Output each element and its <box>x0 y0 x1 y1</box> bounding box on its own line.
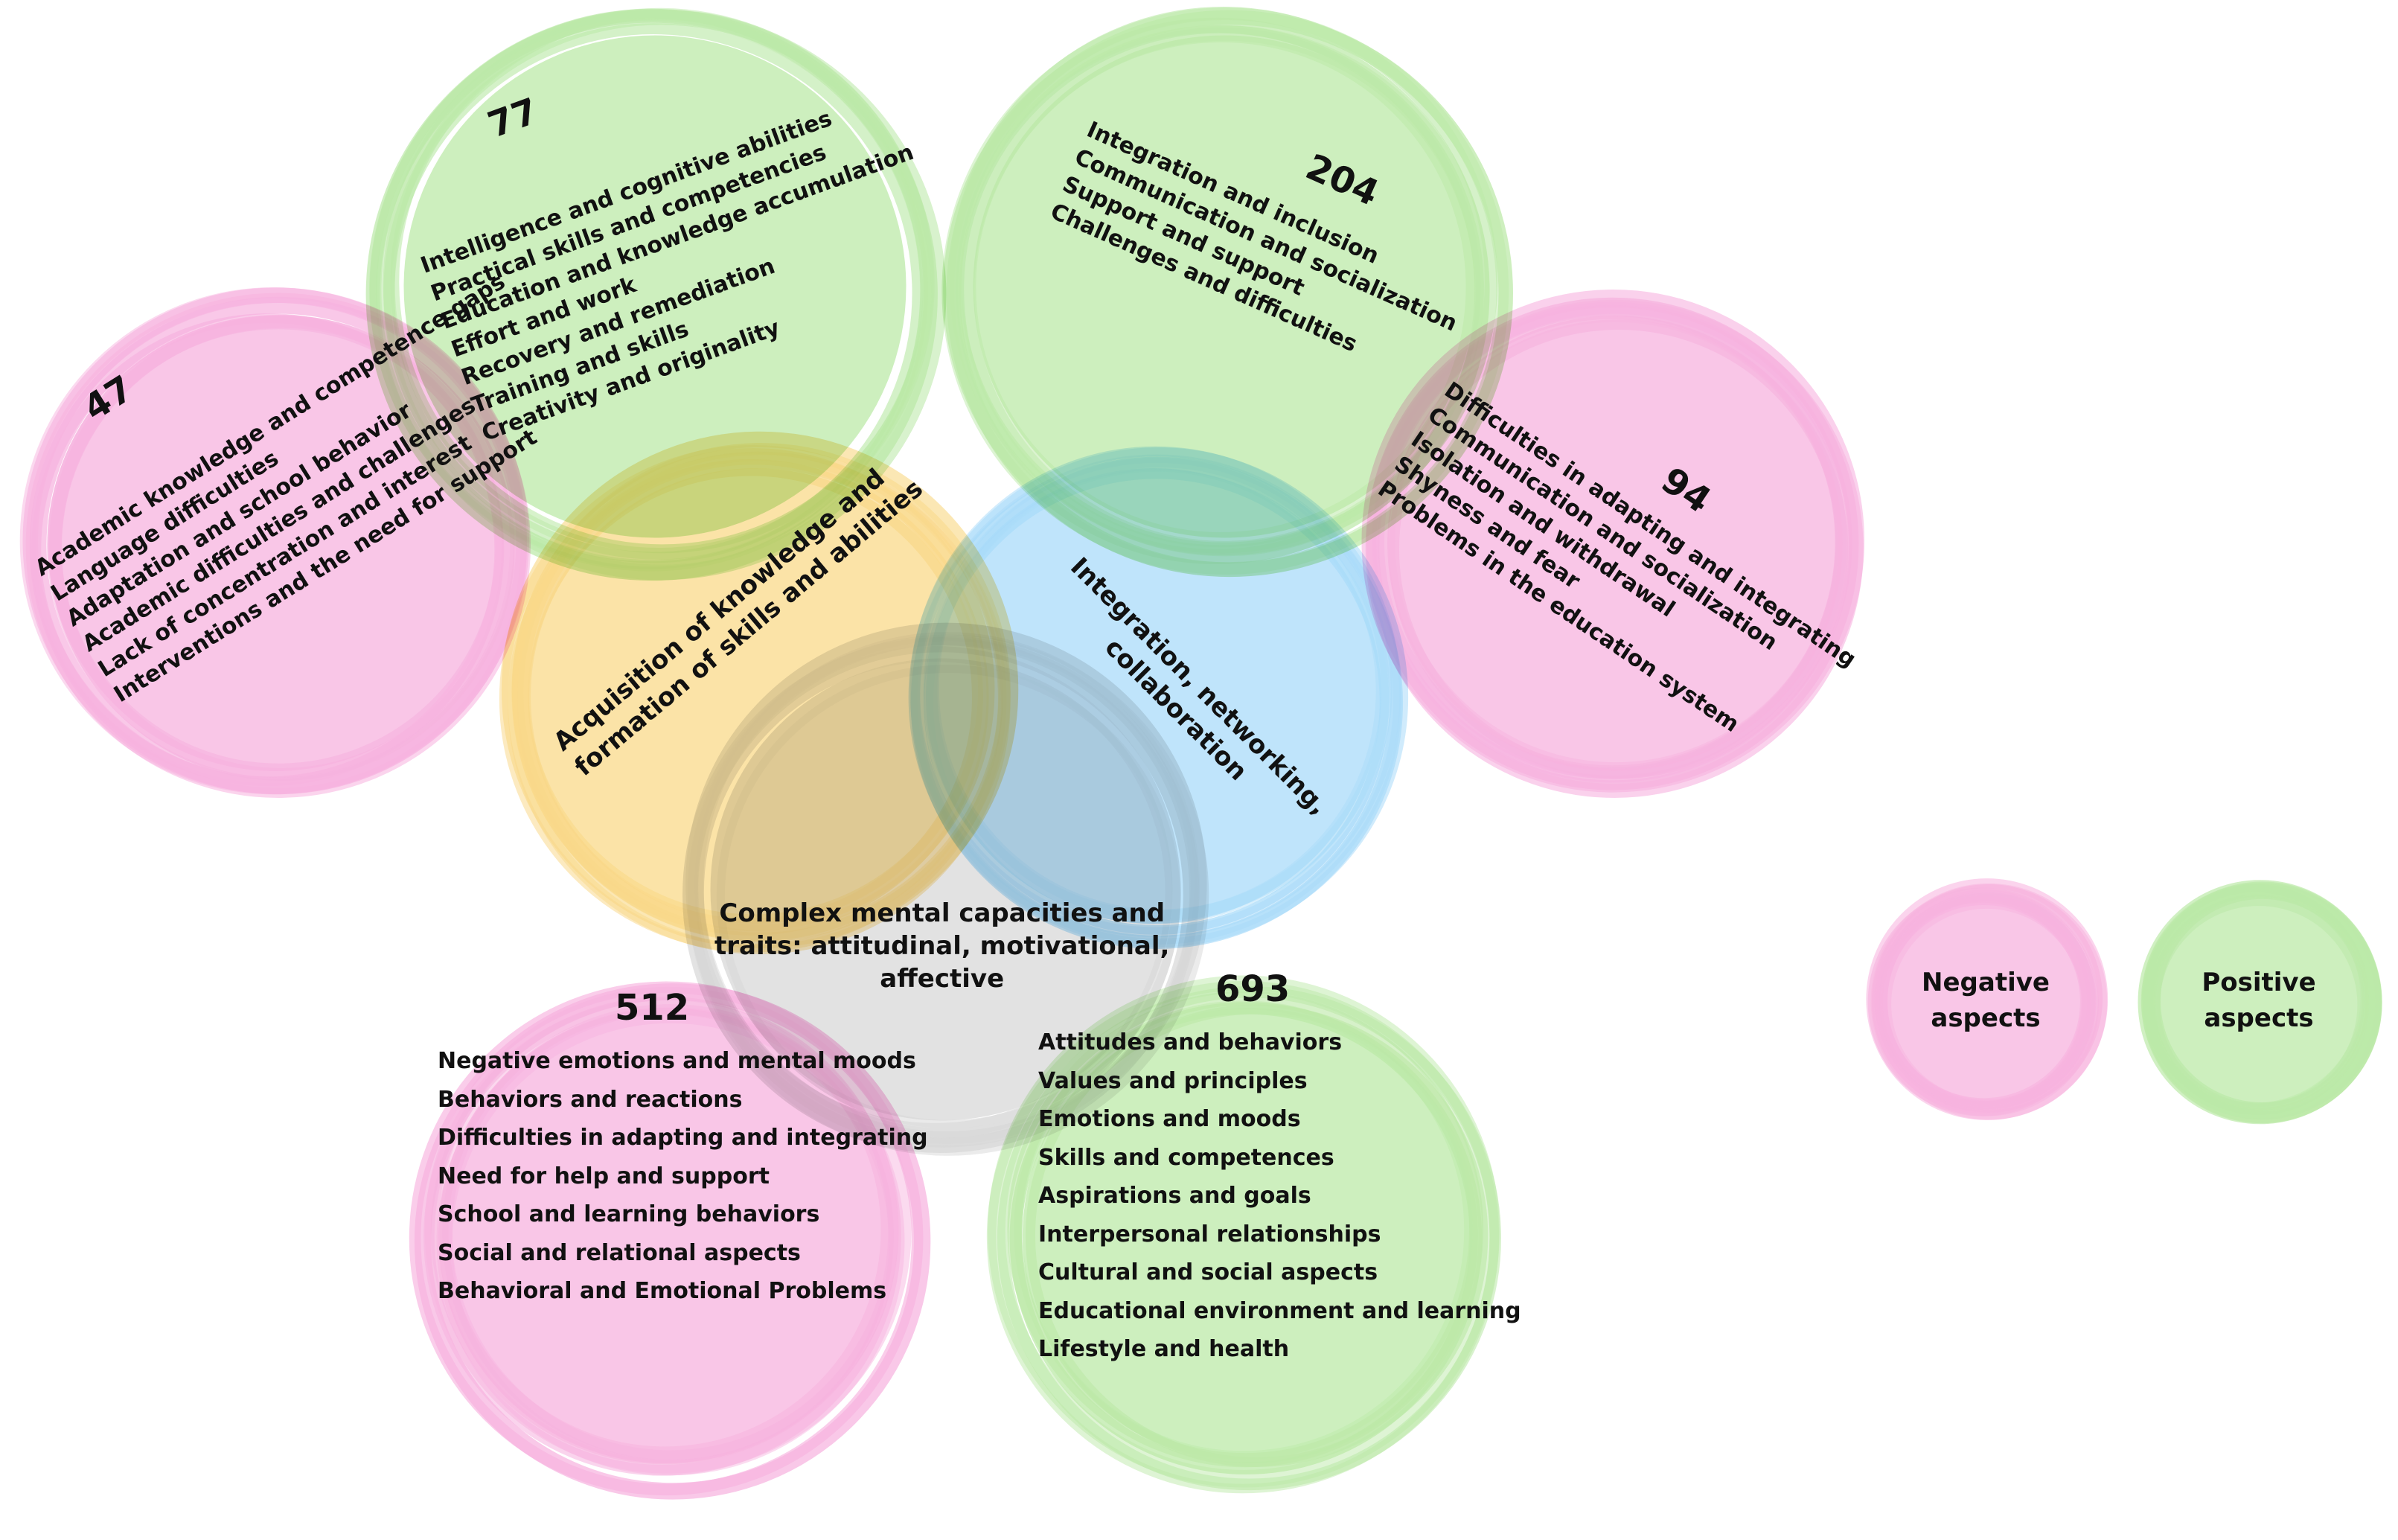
circle-stroke <box>414 983 931 1500</box>
legend-line: Positive <box>2202 968 2316 997</box>
list-item: Difficulties in adapting and integrating <box>438 1125 928 1151</box>
legend-positive-label: Positive aspects <box>2170 965 2348 1036</box>
circle-fill <box>48 316 503 771</box>
circle-fill <box>1387 316 1843 771</box>
cluster-count: 204 <box>1299 146 1385 215</box>
group-title-line: affective <box>880 964 1005 994</box>
list-item: Cultural and social aspects <box>1038 1259 1378 1285</box>
circle-stroke <box>1365 299 1864 798</box>
circle-stroke <box>716 664 1180 1128</box>
list-item: Aspirations and goals <box>1038 1183 1311 1209</box>
legend-line: aspects <box>2204 1003 2314 1033</box>
circle-fill <box>2152 895 2365 1108</box>
circle-fill <box>973 35 1476 538</box>
list-item: Skills and competences <box>1038 1144 1334 1171</box>
circle-stroke <box>48 315 515 782</box>
complex-group-circle <box>682 622 1209 1156</box>
circle-stroke <box>2143 881 2382 1120</box>
list-item: Behavioral and Emotional Problems <box>438 1278 887 1304</box>
list-item: Values and principles <box>1038 1067 1308 1094</box>
list-item: Negative emotions and mental moods <box>438 1048 916 1074</box>
group-title: Integration, networking,collaboration <box>1040 551 1335 846</box>
cluster-items: Difficulties in adapting and integrating… <box>1372 376 1861 773</box>
circle-stroke <box>988 975 1500 1488</box>
cluster-count: 693 <box>1215 968 1291 1010</box>
cluster-count: 512 <box>615 987 690 1029</box>
circle-stroke <box>1007 991 1484 1468</box>
list-item: Emotions and moods <box>1038 1106 1301 1132</box>
list-item: Educational environment and learning <box>1038 1297 1521 1324</box>
legend-line: Negative <box>1922 968 2050 997</box>
list-item: Attitudes and behaviors <box>1038 1029 1343 1055</box>
cluster-count: 94 <box>1654 459 1718 522</box>
group-title-line: collaboration <box>1099 632 1253 787</box>
group-title-line: formation of skills and abilities <box>569 473 929 783</box>
list-item: School and learning behaviors <box>438 1201 820 1227</box>
complex-negative-circle <box>409 981 931 1500</box>
list-item: Need for help and support <box>438 1163 770 1189</box>
list-item: Lifestyle and health <box>1038 1336 1290 1362</box>
integration-negative-circle <box>1361 290 1865 798</box>
list-item: Interpersonal relationships <box>1038 1221 1381 1247</box>
legend-negative-circle <box>1866 878 2108 1120</box>
circle-fill <box>438 1008 894 1463</box>
cluster-count: 77 <box>482 90 544 147</box>
group-title-line: Acquisition of knowledge and <box>548 462 891 758</box>
integration-group-title: Integration, networking,collaboration <box>1040 551 1335 846</box>
cluster-count: 47 <box>76 367 141 429</box>
legend-line: aspects <box>1931 1003 2041 1033</box>
group-title-line: traits: attitudinal, motivational, <box>714 931 1170 962</box>
legend-negative-label: Negative aspects <box>1896 965 2075 1036</box>
complex-positive-circle <box>986 975 1501 1494</box>
circle-fill <box>710 658 1173 1121</box>
list-item: Behaviors and reactions <box>438 1086 743 1113</box>
circle-stroke <box>441 1004 898 1460</box>
circle-fill <box>403 35 907 538</box>
circle-stroke <box>1879 892 2096 1110</box>
list-item: Social and relational aspects <box>438 1239 801 1266</box>
circle-stroke <box>687 634 1209 1156</box>
circle-fill <box>1023 1008 1478 1463</box>
circle-fill <box>1879 895 2092 1108</box>
list-item: Isolation and withdrawal <box>1406 426 1680 623</box>
group-title-line: Complex mental capacities and <box>719 898 1166 928</box>
group-title-line: Integration, networking, <box>1064 552 1334 821</box>
legend-positive-circle <box>2138 880 2382 1125</box>
